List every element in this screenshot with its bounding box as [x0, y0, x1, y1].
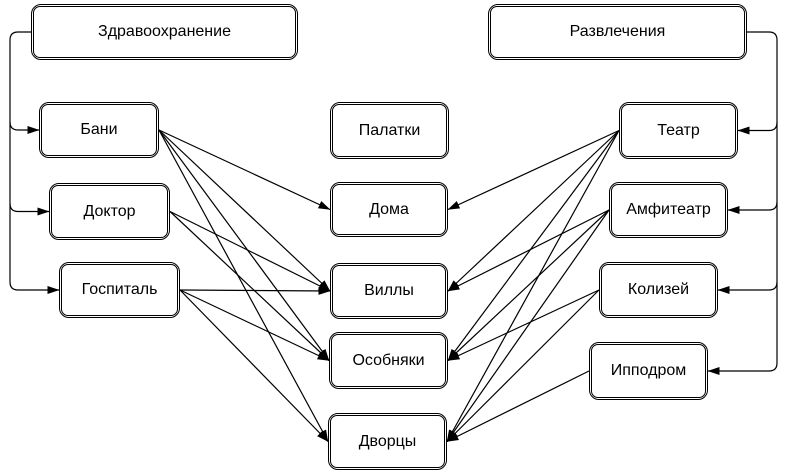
edge-connector — [707, 362, 778, 375]
edge-connector — [727, 201, 778, 214]
edge-connector — [158, 129, 329, 442]
edge-connector — [179, 289, 329, 442]
edge-connector — [447, 129, 620, 211]
node-label: Особняки — [352, 351, 425, 369]
edge-connector — [179, 289, 330, 362]
node-label: Амфитеатр — [626, 201, 711, 218]
edge-connector — [9, 281, 60, 294]
edge-connector — [447, 130, 620, 361]
edge-connector — [446, 209, 610, 442]
node-label: Развлечения — [569, 23, 666, 40]
edge-connector — [179, 286, 331, 295]
node-label: Здравоохранение — [98, 23, 231, 40]
edge-connector — [747, 31, 778, 363]
node-label: Дома — [369, 200, 409, 218]
edge-connector — [447, 130, 620, 292]
node-theater: Театр — [619, 102, 738, 159]
node-villas: Виллы — [330, 263, 448, 319]
edge-connector — [158, 129, 331, 211]
edge-connector — [737, 122, 778, 135]
edge-connector — [446, 370, 590, 443]
node-healthcare-category: Здравоохранение — [31, 4, 298, 60]
node-tents: Палатки — [330, 102, 449, 159]
node-label: Бани — [80, 121, 118, 138]
node-label: Палатки — [358, 121, 421, 139]
node-baths: Бани — [39, 102, 159, 158]
edge-connector — [169, 210, 331, 292]
node-palaces: Дворцы — [328, 413, 447, 470]
edge-connector — [446, 130, 620, 442]
node-doctor: Доктор — [49, 183, 170, 240]
edge-connector — [447, 289, 600, 362]
node-amphitheater: Амфитеатр — [609, 182, 728, 238]
edge-connector — [447, 209, 610, 292]
node-label: Ипподром — [610, 362, 687, 379]
edge-connector — [158, 129, 330, 361]
edge-connector — [169, 211, 330, 361]
node-mansions: Особняки — [329, 332, 448, 389]
edge-connector — [717, 281, 778, 294]
node-label: Госпиталь — [81, 281, 158, 298]
node-hippodrome: Ипподром — [589, 342, 708, 400]
node-colosseum: Колизей — [599, 262, 718, 318]
node-label: Дворцы — [358, 432, 417, 450]
node-hospital: Госпиталь — [59, 262, 180, 318]
edge-connector — [9, 121, 40, 134]
node-label: Колизей — [627, 281, 690, 298]
edge-connector — [158, 129, 331, 292]
edge-connector — [9, 203, 50, 216]
edge-connector — [446, 289, 600, 442]
node-label: Театр — [657, 121, 700, 139]
node-houses: Дома — [330, 182, 448, 237]
node-label: Виллы — [364, 282, 414, 299]
edge-connector — [9, 31, 31, 282]
node-label: Доктор — [83, 202, 136, 220]
node-entertainment-category: Развлечения — [488, 4, 747, 60]
edge-connector — [447, 209, 610, 361]
